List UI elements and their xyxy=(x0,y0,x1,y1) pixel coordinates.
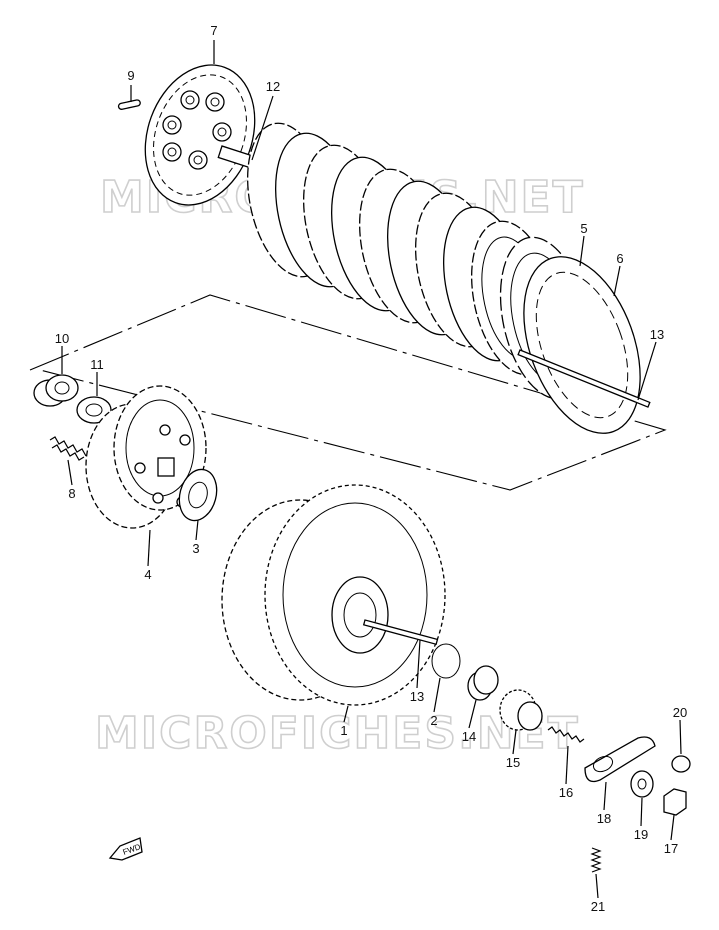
spring-8 xyxy=(49,436,87,461)
callout-8: 8 xyxy=(68,486,75,501)
watermark-bottom: MICROFICHES.NET xyxy=(95,708,580,759)
callout-labels: 7 9 12 5 6 13 10 11 8 3 4 1 13 2 14 15 1… xyxy=(55,23,687,914)
callout-19: 19 xyxy=(634,827,648,842)
pin-20 xyxy=(671,755,691,773)
pin-9 xyxy=(117,99,141,110)
washer-3 xyxy=(178,468,218,522)
callout-13-upper: 13 xyxy=(650,327,664,342)
callout-18: 18 xyxy=(597,811,611,826)
collar-14 xyxy=(467,665,499,701)
callout-10: 10 xyxy=(55,331,69,346)
callout-13-lower: 13 xyxy=(410,689,424,704)
callout-1: 1 xyxy=(340,723,347,738)
callout-16: 16 xyxy=(559,785,573,800)
assembly-outline xyxy=(29,294,667,491)
release-arm-18 xyxy=(584,736,656,783)
gear-4 xyxy=(85,385,207,529)
spring-21 xyxy=(590,847,602,873)
worm-15 xyxy=(499,689,543,731)
leader-lines xyxy=(61,40,682,899)
spring-16 xyxy=(547,726,585,743)
washer-19 xyxy=(630,770,654,798)
callout-3: 3 xyxy=(192,541,199,556)
callout-7: 7 xyxy=(210,23,217,38)
callout-6: 6 xyxy=(616,251,623,266)
callout-4: 4 xyxy=(144,567,151,582)
bearing-10 xyxy=(33,374,79,407)
push-rod-13-lower xyxy=(362,619,439,646)
callout-15: 15 xyxy=(506,755,520,770)
push-rod-13-upper xyxy=(517,349,651,408)
callout-17: 17 xyxy=(664,841,678,856)
clutch-housing-1 xyxy=(221,484,446,706)
callout-11: 11 xyxy=(90,357,104,372)
callout-12: 12 xyxy=(266,79,280,94)
callout-21: 21 xyxy=(591,899,605,914)
callout-14: 14 xyxy=(462,729,476,744)
nut-17 xyxy=(663,788,687,816)
callout-5: 5 xyxy=(580,221,587,236)
callout-20: 20 xyxy=(673,705,687,720)
callout-2: 2 xyxy=(430,713,437,728)
callout-9: 9 xyxy=(127,68,134,83)
circlip-2 xyxy=(431,643,461,679)
fwd-arrow-icon: FWD xyxy=(108,837,143,861)
washer-11 xyxy=(76,396,112,424)
